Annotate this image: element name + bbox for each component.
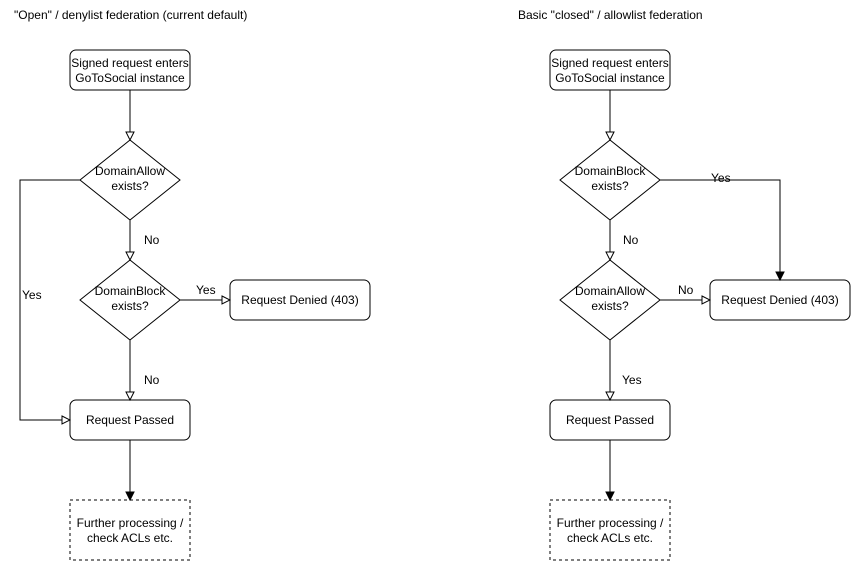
left-flowchart: "Open" / denylist federation (current de… (14, 8, 371, 561)
left-request-denied-box: Request Denied (403) (229, 279, 371, 321)
svg-text:Request Passed: Request Passed (566, 413, 654, 427)
right-diagram-title: Basic "closed" / allowlist federation (518, 8, 703, 22)
left-diagram-title: "Open" / denylist federation (current de… (14, 8, 247, 22)
svg-text:DomainAllow: DomainAllow (95, 164, 165, 178)
right-label-d1-no: No (623, 233, 639, 247)
svg-text:check ACLs etc.: check ACLs etc. (87, 531, 173, 545)
left-label-d2-yes: Yes (196, 283, 216, 297)
left-label-d2-no: No (144, 373, 160, 387)
right-start-box: Signed request enters GoToSocial instanc… (549, 49, 671, 91)
svg-text:Request Denied (403): Request Denied (403) (721, 293, 838, 307)
left-label-d1-no: No (144, 233, 160, 247)
right-further-processing-box: Further processing / check ACLs etc. (549, 499, 671, 561)
right-label-d2-yes: Yes (622, 373, 642, 387)
right-edge-d1-yes-to-denied (660, 179, 780, 280)
svg-text:exists?: exists? (111, 299, 149, 313)
svg-text:exists?: exists? (111, 179, 149, 193)
svg-text:GoToSocial instance: GoToSocial instance (555, 71, 665, 85)
svg-text:exists?: exists? (591, 179, 629, 193)
right-flowchart: Basic "closed" / allowlist federation Si… (518, 8, 851, 561)
svg-text:Further processing /: Further processing / (77, 516, 184, 530)
left-edge-d1-yes-to-passed (19, 179, 80, 420)
svg-text:exists?: exists? (591, 299, 629, 313)
svg-text:GoToSocial instance: GoToSocial instance (75, 71, 185, 85)
right-decision-domainallow: DomainAllow exists? (559, 259, 661, 341)
left-label-d1-yes: Yes (22, 288, 42, 302)
svg-text:DomainBlock: DomainBlock (95, 284, 167, 298)
svg-text:Request Passed: Request Passed (86, 413, 174, 427)
svg-text:Request Denied (403): Request Denied (403) (241, 293, 358, 307)
right-request-denied-box: Request Denied (403) (709, 279, 851, 321)
left-request-passed-box: Request Passed (69, 399, 191, 441)
svg-text:Signed request enters: Signed request enters (551, 56, 668, 70)
svg-text:DomainBlock: DomainBlock (575, 164, 647, 178)
left-start-box: Signed request enters GoToSocial instanc… (69, 49, 191, 91)
left-decision-domainallow: DomainAllow exists? (79, 139, 181, 221)
right-label-d1-yes: Yes (711, 171, 731, 185)
right-decision-domainblock: DomainBlock exists? (559, 139, 661, 221)
svg-text:DomainAllow: DomainAllow (575, 284, 645, 298)
left-further-processing-box: Further processing / check ACLs etc. (69, 499, 191, 561)
svg-text:check ACLs etc.: check ACLs etc. (567, 531, 653, 545)
svg-text:Further processing /: Further processing / (557, 516, 664, 530)
left-decision-domainblock: DomainBlock exists? (79, 259, 181, 341)
right-request-passed-box: Request Passed (549, 399, 671, 441)
svg-text:Signed request enters: Signed request enters (71, 56, 188, 70)
right-label-d2-no: No (678, 283, 694, 297)
